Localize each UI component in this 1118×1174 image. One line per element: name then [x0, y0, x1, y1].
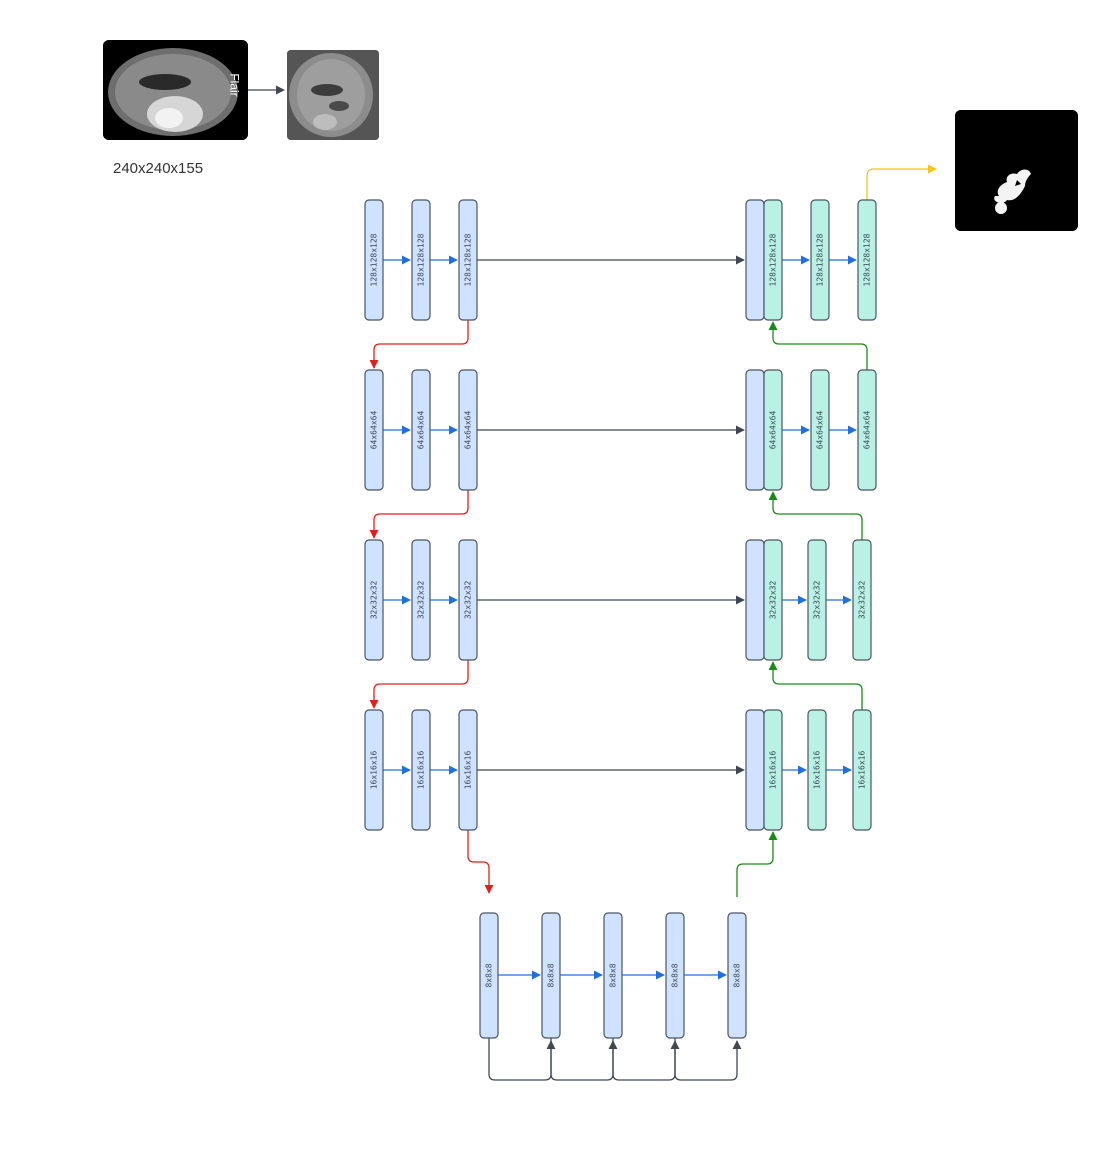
bottleneck-block-3-label: 8x8x8	[609, 963, 618, 987]
decoder-l4-block-1: 16x16x16	[763, 709, 783, 831]
encoder-l3-block-2-label: 32x32x32	[417, 581, 426, 620]
bottleneck-block-1: 8x8x8	[479, 912, 499, 1039]
decoder-l4-block-1-label: 16x16x16	[769, 751, 778, 790]
decoder-l2-block-3: 64x64x64	[857, 369, 877, 491]
encoder-l3-block-3-label: 32x32x32	[464, 581, 473, 620]
encoder-l2-block-2: 64x64x64	[411, 369, 431, 491]
encoder-l2-block-1: 64x64x64	[364, 369, 384, 491]
decoder-l4-block-3: 16x16x16	[852, 709, 872, 831]
bottleneck-residual-arrow-4	[674, 1038, 742, 1081]
encoder-l2-block-1-label: 64x64x64	[370, 411, 379, 450]
decoder-l1-block-2-label: 128x128x128	[816, 233, 825, 286]
encoder-l1-block-1: 128x128x128	[364, 199, 384, 321]
downsample-arrow-l3	[369, 660, 469, 709]
encoder-l1-block-2-label: 128x128x128	[417, 233, 426, 286]
decoder-l1-block-2: 128x128x128	[810, 199, 830, 321]
bottleneck-block-4: 8x8x8	[665, 912, 685, 1039]
downsample-arrow-l1	[369, 320, 469, 369]
encoder-l3-block-1-label: 32x32x32	[370, 581, 379, 620]
bottleneck-block-5: 8x8x8	[727, 912, 747, 1039]
encoder-l2-block-2-label: 64x64x64	[417, 411, 426, 450]
encoder-l4-block-1-label: 16x16x16	[370, 751, 379, 790]
output-arrow	[866, 164, 937, 200]
segmentation-output-image	[955, 110, 1078, 231]
bottleneck-residual-arrow-2	[550, 1038, 618, 1081]
decoder-l3-block-3-label: 32x32x32	[858, 581, 867, 620]
decoder-l3-concat-block	[745, 539, 765, 661]
downsample-arrow-l4	[467, 830, 494, 894]
decoder-l2-block-1-label: 64x64x64	[769, 411, 778, 450]
encoder-l4-block-3: 16x16x16	[458, 709, 478, 831]
decoder-l2-concat-block	[745, 369, 765, 491]
upsample-arrow-l3	[768, 491, 863, 540]
encoder-l1-block-3: 128x128x128	[458, 199, 478, 321]
encoder-l4-block-2-label: 16x16x16	[417, 751, 426, 790]
decoder-l1-block-3: 128x128x128	[857, 199, 877, 321]
decoder-l1-concat-block	[745, 199, 765, 321]
encoder-l1-block-1-label: 128x128x128	[370, 233, 379, 286]
encoder-l3-block-2: 32x32x32	[411, 539, 431, 661]
encoder-l4-block-1: 16x16x16	[364, 709, 384, 831]
upsample-arrow-bottleneck	[736, 831, 778, 897]
decoder-l2-block-2-label: 64x64x64	[816, 411, 825, 450]
encoder-l2-block-3: 64x64x64	[458, 369, 478, 491]
decoder-l1-block-3-label: 128x128x128	[863, 233, 872, 286]
bottleneck-block-1-label: 8x8x8	[485, 963, 494, 987]
decoder-l3-block-1: 32x32x32	[763, 539, 783, 661]
encoder-l2-block-3-label: 64x64x64	[464, 411, 473, 450]
decoder-l4-block-2: 16x16x16	[807, 709, 827, 831]
bottleneck-residual-arrow-1	[488, 1038, 556, 1081]
decoder-l2-block-3-label: 64x64x64	[863, 411, 872, 450]
encoder-l3-block-3: 32x32x32	[458, 539, 478, 661]
decoder-l3-block-2: 32x32x32	[807, 539, 827, 661]
input-size-label: 240x240x155	[113, 160, 204, 177]
bottleneck-residual-arrow-3	[612, 1038, 680, 1081]
decoder-l2-block-1: 64x64x64	[763, 369, 783, 491]
bottleneck-block-2: 8x8x8	[541, 912, 561, 1039]
upsample-arrow-l4	[768, 661, 863, 710]
decoder-l1-block-1: 128x128x128	[763, 199, 783, 321]
flair-label: Flair	[227, 73, 242, 97]
upsample-arrow-l2	[768, 321, 868, 370]
decoder-l4-block-3-label: 16x16x16	[858, 751, 867, 790]
bottleneck-block-5-label: 8x8x8	[733, 963, 742, 987]
decoder-l1-block-1-label: 128x128x128	[769, 233, 778, 286]
decoder-l3-block-3: 32x32x32	[852, 539, 872, 661]
flair-mri-image: Flair	[103, 40, 248, 140]
bottleneck-block-3: 8x8x8	[603, 912, 623, 1039]
decoder-l4-concat-block	[745, 709, 765, 831]
encoder-l1-block-2: 128x128x128	[411, 199, 431, 321]
downsample-arrow-l2	[369, 490, 469, 539]
decoder-l3-block-1-label: 32x32x32	[769, 581, 778, 620]
decoder-l2-block-2: 64x64x64	[810, 369, 830, 491]
encoder-l4-block-2: 16x16x16	[411, 709, 431, 831]
preprocessed-mri-image	[287, 50, 379, 140]
bottleneck-block-2-label: 8x8x8	[547, 963, 556, 987]
bottleneck-block-4-label: 8x8x8	[671, 963, 680, 987]
decoder-l3-block-2-label: 32x32x32	[813, 581, 822, 620]
encoder-l4-block-3-label: 16x16x16	[464, 751, 473, 790]
decoder-l4-block-2-label: 16x16x16	[813, 751, 822, 790]
encoder-l3-block-1: 32x32x32	[364, 539, 384, 661]
encoder-l1-block-3-label: 128x128x128	[464, 233, 473, 286]
